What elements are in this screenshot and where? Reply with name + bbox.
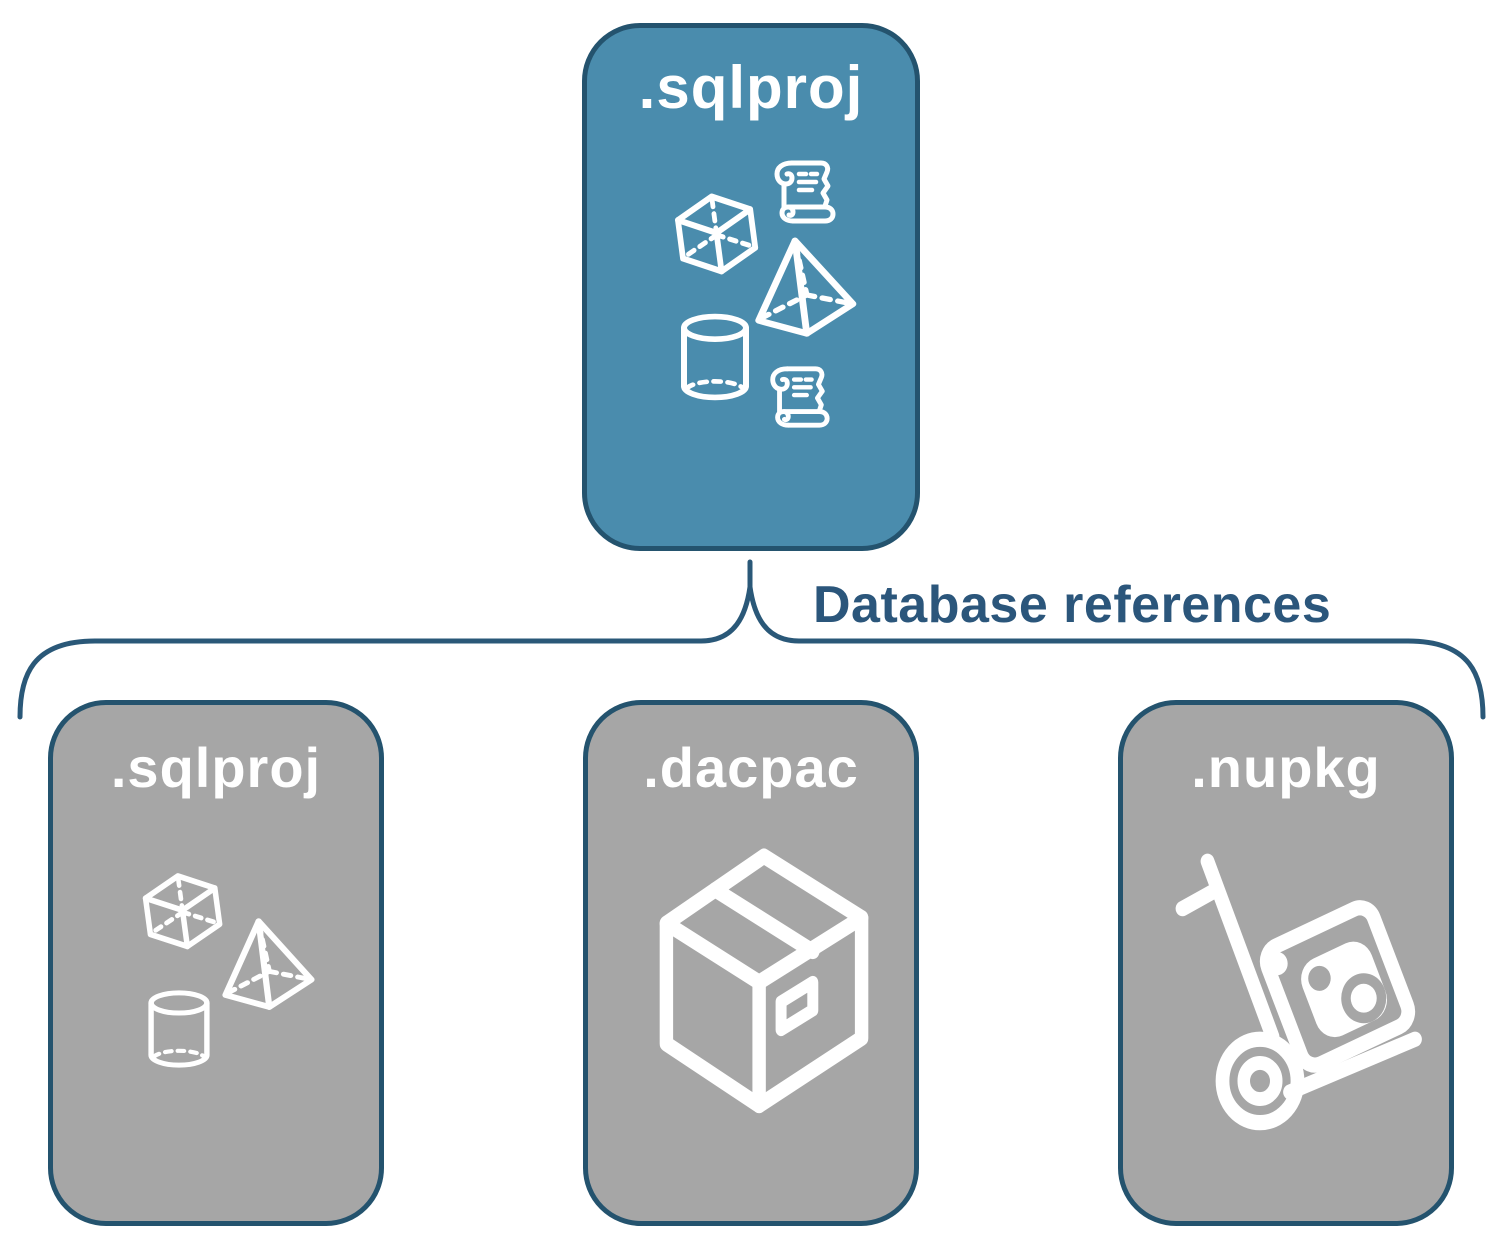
cylinder-icon bbox=[675, 310, 755, 404]
node-root-sqlproj: .sqlproj bbox=[582, 23, 920, 551]
cube-icon bbox=[137, 868, 229, 964]
package-box-icon bbox=[642, 845, 886, 1125]
node-child-sqlproj: .sqlproj bbox=[48, 700, 384, 1226]
pyramid-icon bbox=[213, 915, 317, 1013]
cylinder-icon bbox=[143, 987, 215, 1071]
scroll-icon bbox=[763, 364, 833, 432]
hand-truck-icon bbox=[1175, 853, 1425, 1131]
child-node-label: .nupkg bbox=[1191, 736, 1381, 799]
cube-icon bbox=[669, 188, 765, 290]
root-node-label: .sqlproj bbox=[638, 54, 864, 121]
node-child-nupkg: .nupkg bbox=[1118, 700, 1454, 1226]
scroll-icon bbox=[767, 158, 839, 228]
database-references-label: Database references bbox=[813, 576, 1332, 634]
nuget-package-icon bbox=[1259, 900, 1416, 1073]
pyramid-icon bbox=[745, 234, 859, 340]
child-node-label: .sqlproj bbox=[110, 736, 322, 799]
child-node-label: .dacpac bbox=[643, 736, 859, 799]
node-child-dacpac: .dacpac bbox=[583, 700, 919, 1226]
